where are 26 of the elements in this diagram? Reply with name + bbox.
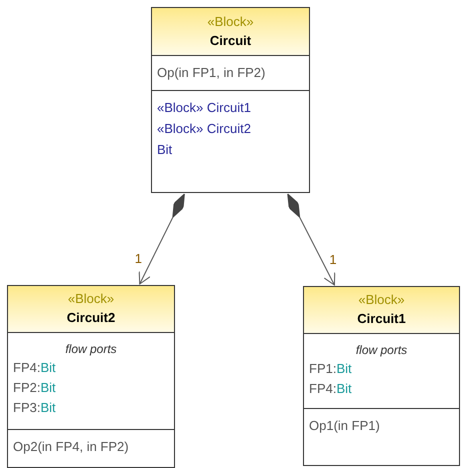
- block-name: Circuit2: [66, 309, 116, 327]
- block-box: [303, 286, 460, 466]
- block-box: [151, 7, 310, 193]
- block-box: [7, 285, 175, 468]
- stereotype-label: «Block»: [207, 12, 254, 30]
- port-entry: FP4:Bit: [309, 380, 353, 398]
- stereotype-label: «Block»: [68, 290, 114, 308]
- compartment-heading: flow ports: [354, 342, 408, 359]
- port-entry: FP3:Bit: [13, 399, 57, 417]
- operation-entry: Op1(in FP1): [309, 417, 381, 435]
- operation-entry: Op(in FP1, in FP2): [157, 64, 266, 82]
- part-entry: Bit: [157, 141, 174, 159]
- stereotype-label: «Block»: [358, 291, 405, 309]
- part-entry: «Block» Circuit2: [157, 120, 252, 138]
- multiplicity-label: 1: [328, 252, 338, 267]
- port-entry: FP4:Bit: [13, 359, 57, 377]
- operation-entry: Op2(in FP4, in FP2): [13, 438, 130, 456]
- compartment-heading: flow ports: [64, 341, 118, 358]
- composition-arrow: [287, 194, 336, 286]
- block-name: Circuit1: [357, 310, 406, 328]
- port-entry: FP2:Bit: [13, 379, 57, 397]
- part-entry: «Block» Circuit1: [157, 99, 252, 117]
- multiplicity-label: 1: [134, 251, 143, 266]
- block-name: Circuit: [210, 32, 252, 50]
- composition-arrow: [138, 194, 185, 284]
- port-entry: FP1:Bit: [309, 360, 353, 378]
